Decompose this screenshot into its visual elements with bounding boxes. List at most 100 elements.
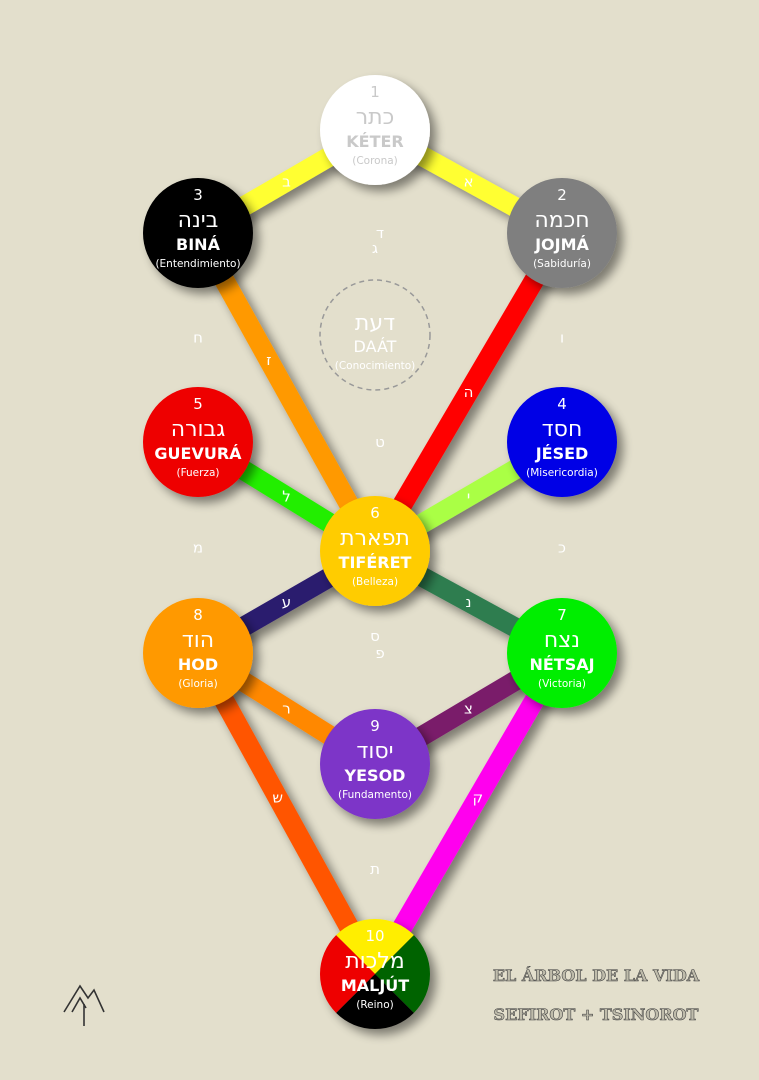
path-tet-letter: ט (375, 433, 385, 451)
sefira-guevura: 5 גבורה GUEVURÁ (Fuerza) (143, 387, 253, 497)
sefira-netsaj-hebrew: נצח (544, 628, 580, 653)
sefira-hod-number: 8 (193, 606, 203, 624)
path-guimel-letter: ג (372, 239, 378, 257)
path-jet-letter: ח (193, 329, 203, 347)
daat-circle (319, 279, 431, 391)
path-yod-letter: י (467, 488, 470, 506)
sefira-jesed-number: 4 (557, 395, 567, 413)
path-he-bar (366, 227, 571, 557)
sefira-keter-number: 1 (370, 83, 380, 101)
sefirot-layer: דעתDAÁT(Conocimiento)1כתרKÉTER(Corona)2ח… (143, 75, 617, 1029)
sefira-jesed-meaning: (Misericordia) (526, 467, 598, 479)
sefira-tiferet-name: TIFÉRET (339, 553, 412, 572)
sefira-guevura-meaning: (Fuerza) (176, 467, 219, 479)
daat-hebrew: דעת (355, 311, 395, 336)
path-kaf-letter: כ (558, 539, 566, 557)
path-zayin-bar (189, 228, 384, 556)
path-resh-letter: ר (282, 700, 290, 718)
path-vav-letter: ו (560, 329, 564, 347)
path-qof-bar (366, 647, 571, 980)
sefira-hod-meaning: (Gloria) (178, 678, 217, 690)
sefira-guevura-number: 5 (193, 395, 203, 413)
sefira-keter-circle (320, 75, 430, 185)
path-ayin-letter: ע (282, 593, 291, 611)
sefira-keter-name: KÉTER (346, 132, 404, 151)
path-tsadi-letter: צ (464, 700, 473, 718)
path-nun-letter: נ (465, 593, 471, 611)
path-tav-letter: ת (370, 860, 380, 878)
sefira-maljut-name: MALJÚT (341, 976, 409, 995)
path-dalet-letter: ד (376, 224, 384, 242)
maljut-quadrant (336, 918, 414, 974)
sefira-yesod: 9 יסוד YESOD (Fundamento) (320, 709, 430, 819)
sefira-bina-circle (143, 178, 253, 288)
path-qof (366, 647, 571, 980)
path-he-letter: ה (464, 383, 474, 401)
path-qof-letter: ק (473, 788, 484, 806)
sefira-jesed-hebrew: חסד (542, 417, 583, 442)
sefira-maljut-number: 10 (365, 927, 384, 945)
daat-name: DAÁT (354, 337, 397, 356)
sefira-yesod-hebrew: יסוד (356, 739, 393, 764)
maljut-circle (320, 918, 430, 1029)
sefira-keter: 1 כתר KÉTER (Corona) (320, 75, 430, 185)
path-zayin (189, 228, 384, 556)
sefira-yesod-name: YESOD (344, 766, 406, 785)
path-zayin-letter: ז (266, 351, 271, 369)
sefira-hod-name: HOD (178, 655, 218, 674)
path-shin (189, 648, 384, 979)
maljut-quadrant (375, 935, 430, 1013)
sefira-maljut-hebrew: מלכות (345, 949, 405, 974)
path-pe-letter: פ (375, 644, 384, 662)
sefira-bina-meaning: (Entendimiento) (155, 258, 240, 270)
sefira-yesod-meaning: (Fundamento) (338, 789, 412, 801)
sefira-tiferet-meaning: (Belleza) (352, 576, 398, 588)
sefira-netsaj-name: NÉTSAJ (529, 655, 594, 674)
sefira-keter-meaning: (Corona) (352, 155, 398, 167)
sefira-hod-hebrew: הוד (182, 628, 214, 653)
path-aleph-letter: א (463, 173, 473, 191)
sefira-maljut: 10 מלכות MALJÚT (Reino) (320, 918, 430, 1029)
sefira-bina-name: BINÁ (176, 235, 221, 254)
sefira-jesed-circle (507, 387, 617, 497)
sefira-yesod-circle (320, 709, 430, 819)
sefira-hod: 8 הוד HOD (Gloria) (143, 598, 253, 708)
sefira-hod-circle (143, 598, 253, 708)
sefira-netsaj: 7 נצח NÉTSAJ (Victoria) (507, 598, 617, 708)
sefira-guevura-name: GUEVURÁ (154, 444, 242, 463)
sefira-jojma-meaning: (Sabiduría) (533, 258, 591, 270)
daat-meaning: (Conocimiento) (335, 360, 416, 372)
sefira-jojma-number: 2 (557, 186, 567, 204)
sefira-netsaj-meaning: (Victoria) (538, 678, 586, 690)
path-mem-letter: מ (193, 539, 203, 557)
path-bet-letter: ב (282, 173, 291, 191)
maljut-quadrant (336, 974, 414, 1029)
sefira-bina-hebrew: בינה (178, 208, 219, 233)
path-samej-letter: ס (370, 627, 380, 645)
sefira-bina: 3 בינה BINÁ (Entendimiento) (143, 178, 253, 288)
sefira-guevura-hebrew: גבורה (171, 417, 226, 442)
title-line-1: EL ÁRBOL DE LA VIDA (493, 965, 700, 985)
sefira-maljut-meaning: (Reino) (356, 999, 393, 1011)
maljut-quadrant (320, 935, 375, 1013)
sefira-keter-hebrew: כתר (356, 105, 395, 130)
sefira-jojma-name: JOJMÁ (534, 235, 589, 254)
title-line-2: SEFIROT + TSINOROT (494, 1005, 699, 1024)
sefira-tiferet-hebrew: תפארת (340, 526, 410, 551)
sefira-jesed: 4 חסד JÉSED (Misericordia) (507, 387, 617, 497)
path-he (366, 227, 571, 557)
sefira-bina-number: 3 (193, 186, 203, 204)
sefira-netsaj-number: 7 (557, 606, 567, 624)
sefira-yesod-number: 9 (370, 717, 380, 735)
path-shin-bar (189, 648, 384, 979)
sefira-netsaj-circle (507, 598, 617, 708)
sefira-jesed-name: JÉSED (535, 444, 589, 463)
path-lamed-letter: ל (282, 488, 291, 506)
sefira-jojma-hebrew: חכמה (534, 208, 589, 233)
sefira-tiferet-circle (320, 496, 430, 606)
path-shin-letter: ש (272, 788, 283, 806)
sefira-jojma: 2 חכמה JOJMÁ (Sabiduría) (507, 178, 617, 288)
